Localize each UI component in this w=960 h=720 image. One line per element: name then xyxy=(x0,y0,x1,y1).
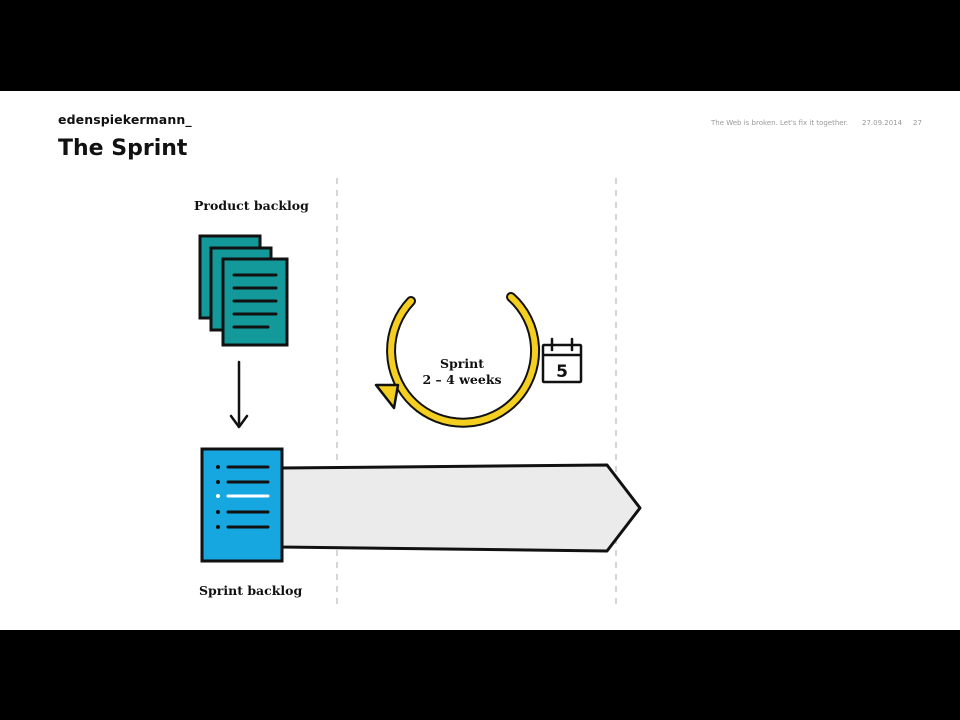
slide: edenspiekermann_ The Sprint The Web is b… xyxy=(0,91,960,630)
sprint-cycle-icon xyxy=(374,292,541,428)
calendar-day: 5 xyxy=(556,362,568,382)
sprint-timeline-arrow xyxy=(278,463,642,553)
page-number: 27 xyxy=(913,119,922,127)
product-backlog-label: Product backlog xyxy=(194,198,309,213)
sprint-duration-label: 2 – 4 weeks xyxy=(422,372,501,387)
slide-tagline: The Web is broken. Let's fix it together… xyxy=(711,119,849,127)
page-title: The Sprint xyxy=(58,136,188,161)
down-arrow-icon xyxy=(229,360,249,429)
sprint-label: Sprint xyxy=(440,356,484,371)
product-backlog-icon xyxy=(198,234,289,347)
sprint-backlog-icon xyxy=(200,447,284,563)
slide-date: 27.09.2014 xyxy=(862,119,903,127)
sprint-backlog-label: Sprint backlog xyxy=(199,583,303,598)
sprint-diagram: Product backlog xyxy=(194,178,642,606)
calendar-icon: 5 xyxy=(541,337,583,384)
brand-logo: edenspiekermann_ xyxy=(58,112,192,127)
